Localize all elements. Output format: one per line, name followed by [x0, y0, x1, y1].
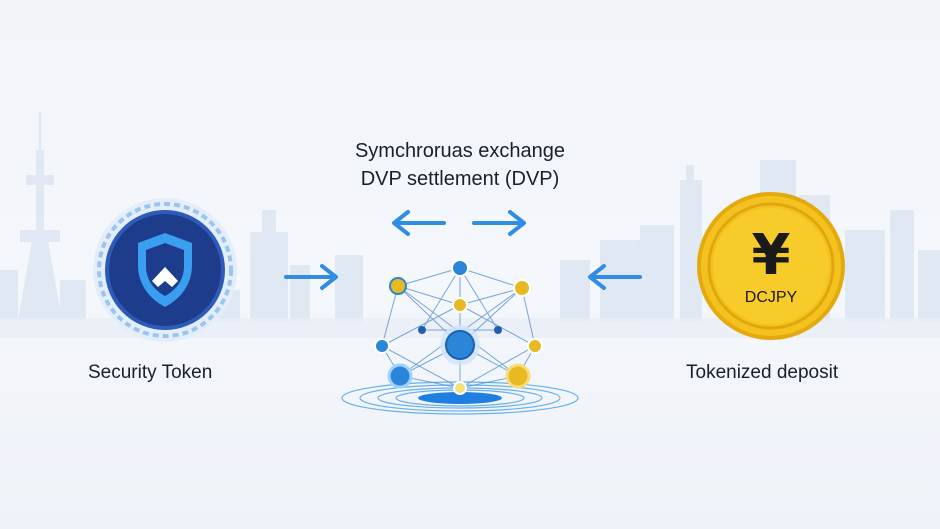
arrow-right-top	[472, 210, 526, 236]
arrow-into-center-left	[284, 264, 338, 290]
yen-symbol: ¥	[752, 223, 791, 288]
security-token-node	[93, 198, 237, 342]
shield-icon	[138, 233, 192, 307]
exchange-title-line-1: Symchroruas exchange	[354, 140, 566, 162]
arrow-left-top	[392, 210, 446, 236]
yen-coin-icon	[697, 192, 845, 340]
tokenized-deposit-coin: ¥ DCJPY	[697, 192, 845, 340]
network-graph-icon	[341, 259, 579, 415]
tokenized-deposit-label: Tokenized deposit	[686, 362, 839, 383]
coin-text: DCJPY	[745, 289, 798, 306]
arrow-into-center-right	[588, 264, 642, 290]
settlement-network	[341, 259, 579, 415]
exchange-title-line-2: DVP settlement (DVP)	[360, 168, 560, 190]
security-token-label: Security Token	[88, 362, 213, 383]
